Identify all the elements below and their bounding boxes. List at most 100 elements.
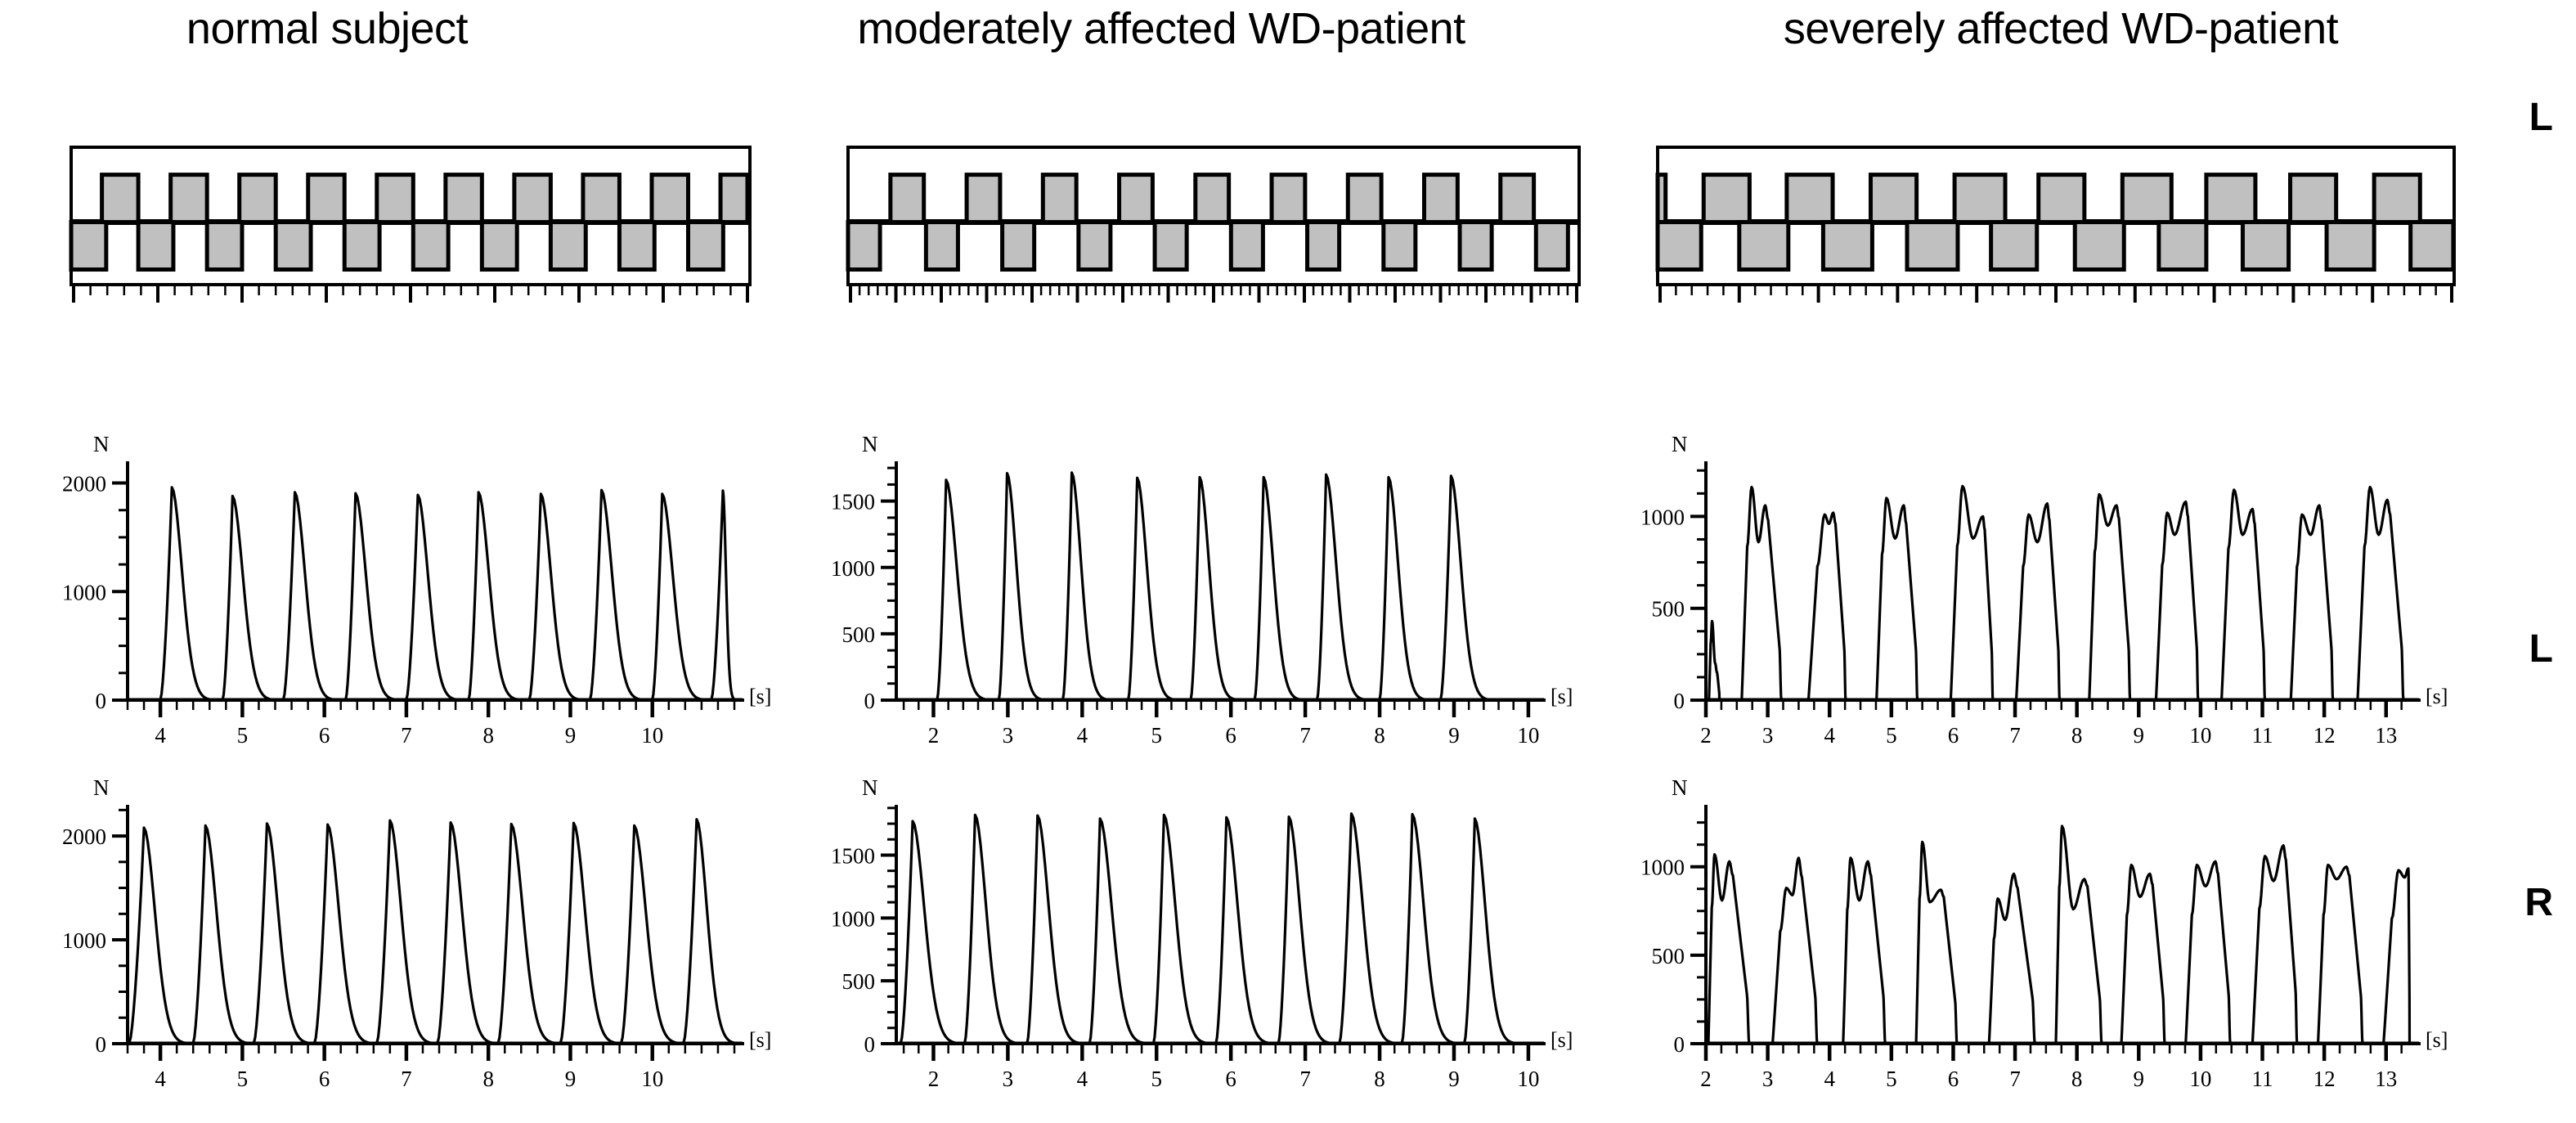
step-waveform: [2088, 492, 2132, 702]
step-waveform: [1088, 817, 1145, 1044]
y-tick-label: 1000: [831, 556, 875, 581]
x-tick-label: 7: [2009, 723, 2021, 748]
step-waveform: [936, 478, 987, 701]
x-tick-label: 7: [401, 723, 412, 748]
stance-block: [2288, 173, 2339, 225]
x-tick-label: 4: [1824, 723, 1835, 748]
x-tick-label: 7: [1299, 723, 1311, 748]
stance-block: [617, 220, 657, 272]
step-waveform: [1842, 856, 1887, 1045]
stance-block: [1228, 220, 1265, 272]
stance-blocks-lower: [1655, 220, 2456, 272]
stance-block: [273, 220, 313, 272]
step-waveform: [128, 826, 186, 1044]
stance-block: [1305, 220, 1342, 272]
y-tick-label: 1000: [62, 928, 106, 953]
step-waveform: [2014, 502, 2062, 702]
step-waveform: [899, 820, 958, 1044]
step-waveform: [1214, 815, 1270, 1044]
step-waveform: [1025, 814, 1080, 1044]
step-waveform: [620, 824, 679, 1044]
y-tick-label: 2000: [62, 472, 106, 496]
y-tick-label: 0: [864, 1032, 876, 1057]
step-waveform: [375, 819, 433, 1044]
step-waveform: [2251, 844, 2299, 1045]
x-tick-label: 6: [1948, 1067, 1959, 1091]
step-waveform: [1378, 475, 1426, 701]
stance-block: [443, 173, 484, 225]
stance-block: [1655, 220, 1703, 272]
stance-block: [69, 220, 109, 272]
y-axis-unit-label: N: [862, 432, 878, 456]
y-tick-label: 0: [96, 1032, 107, 1057]
y-tick-label: 500: [842, 622, 876, 647]
x-tick-label: 6: [1225, 1067, 1236, 1091]
x-axis-unit-label: [s]: [1551, 1028, 1573, 1052]
x-tick-label: 10: [1517, 1067, 1539, 1091]
x-tick-label: 6: [1948, 723, 1959, 748]
stance-block: [2036, 173, 2087, 225]
stance-time-ruler: [71, 283, 750, 303]
stance-block: [1269, 173, 1308, 225]
stance-strip-svg: [846, 146, 1581, 303]
column-title-moderate: moderately affected WD-patient: [857, 4, 1465, 53]
x-tick-label: 9: [1448, 1067, 1460, 1091]
x-tick-label: 8: [2071, 1067, 2083, 1091]
stance-block: [342, 220, 382, 272]
stance-block: [1533, 220, 1570, 272]
stance-block: [1422, 173, 1460, 225]
x-tick-label: 13: [2375, 723, 2397, 748]
x-tick-label: 4: [1824, 1067, 1835, 1091]
stance-strip-normal: [69, 146, 752, 309]
stance-strip-severe: [1655, 146, 2457, 309]
y-tick-label: 0: [1674, 689, 1685, 713]
column-title-severe: severely affected WD-patient: [1783, 4, 2339, 53]
step-waveform: [651, 492, 703, 701]
row-label-stance-left: L: [2529, 96, 2553, 139]
stance-block: [1737, 220, 1791, 272]
step-waveform: [1463, 817, 1515, 1044]
stance-block: [204, 220, 245, 272]
stance-block: [1000, 220, 1037, 272]
x-tick-label: 3: [1762, 723, 1774, 748]
x-tick-label: 8: [1374, 1067, 1385, 1091]
step-waveform: [1740, 485, 1783, 702]
stance-block: [1952, 173, 2008, 225]
stance-block: [168, 173, 209, 225]
x-tick-label: 9: [565, 723, 577, 748]
y-axis-unit-label: N: [1672, 775, 1688, 800]
stance-block: [1117, 173, 1155, 225]
row-label-force-right: R: [2524, 881, 2553, 924]
step-waveform: [1152, 813, 1207, 1044]
force-trace: [1706, 484, 2419, 702]
x-tick-label: 7: [2009, 1067, 2021, 1091]
y-axis-unit-label: N: [93, 432, 110, 456]
step-waveform: [1987, 872, 2036, 1045]
column-title-normal: normal subject: [186, 4, 469, 53]
step-waveform: [1316, 473, 1365, 701]
x-tick-label: 4: [1077, 1067, 1088, 1091]
stance-block: [512, 173, 553, 225]
force-trace: [128, 486, 743, 701]
x-tick-label: 11: [2252, 723, 2273, 748]
stance-block: [2324, 220, 2376, 272]
step-waveform: [1439, 474, 1489, 701]
x-tick-label: 5: [237, 1067, 249, 1091]
x-axis-unit-label: [s]: [1551, 685, 1573, 708]
x-tick-label: 10: [641, 723, 663, 748]
x-tick-label: 3: [1003, 1067, 1014, 1091]
stance-time-ruler: [1658, 283, 2454, 303]
stance-block: [2372, 173, 2422, 225]
step-waveform: [1914, 840, 1959, 1045]
stance-blocks-upper: [888, 173, 1537, 225]
stance-block: [2204, 173, 2258, 225]
stance-blocks-upper: [100, 173, 750, 225]
